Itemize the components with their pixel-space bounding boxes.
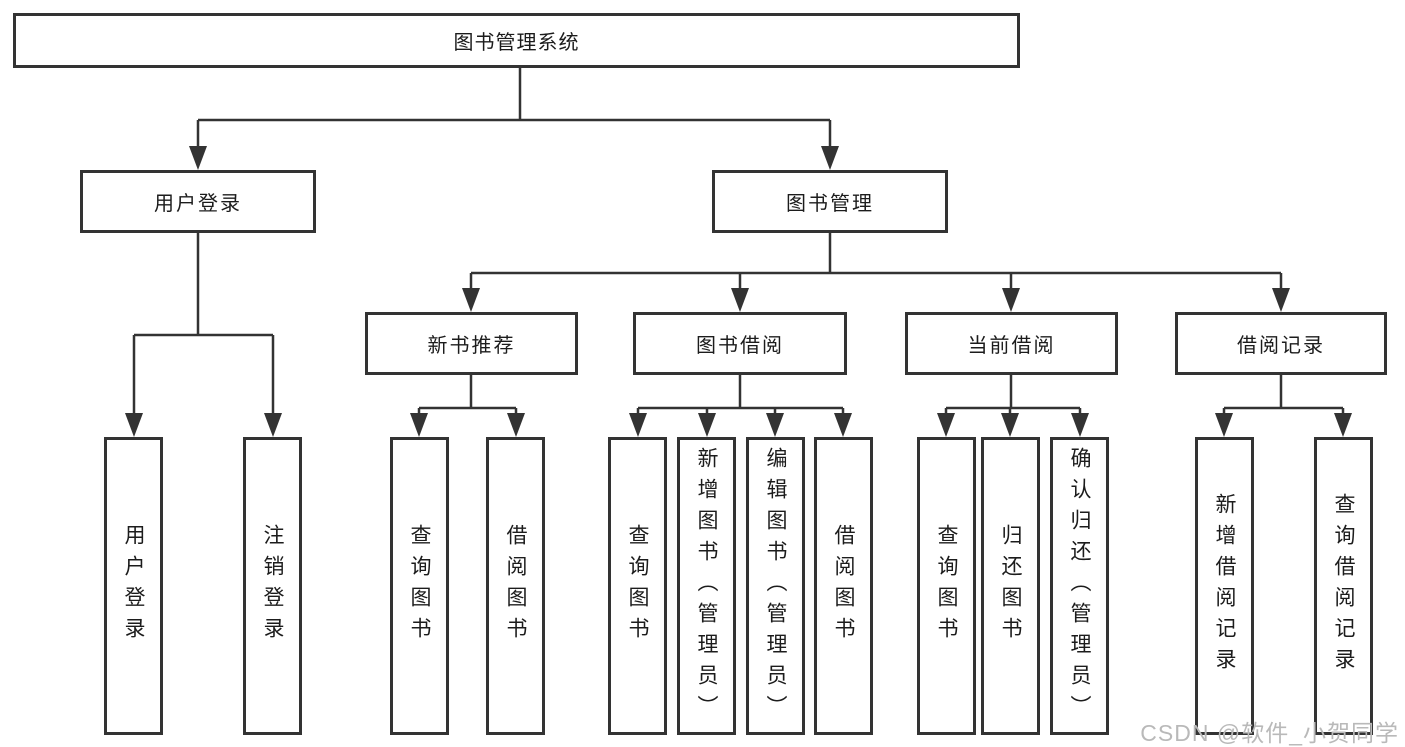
arrowhead [125, 413, 143, 437]
connector-root-to-level2 [189, 68, 839, 170]
arrowhead [698, 413, 716, 437]
arrowhead [410, 413, 428, 437]
leaf-confirm-return-admin-label: 确认归还（管理员） [1068, 446, 1091, 726]
csdn-watermark: CSDN @软件_小贺同学 [1140, 720, 1399, 746]
leaf-borrow-books-recommend: 借阅图书 [486, 437, 545, 735]
leaf-add-borrow-record: 新增借阅记录 [1195, 437, 1254, 735]
node-new-book-recommend-label: 新书推荐 [427, 335, 516, 357]
arrowhead [766, 413, 784, 437]
leaf-borrow-books-recommend-label: 借阅图书 [504, 524, 527, 648]
leaf-return-books-label: 归还图书 [999, 524, 1022, 648]
node-book-borrow-label: 图书借阅 [696, 335, 784, 357]
leaf-logout-label: 注销登录 [261, 524, 284, 648]
leaf-borrow-books-borrow: 借阅图书 [814, 437, 873, 735]
leaf-edit-book-admin: 编辑图书（管理员） [746, 437, 805, 735]
node-borrow-records: 借阅记录 [1175, 312, 1387, 375]
connector-bookmanagement-to-level3 [462, 233, 1290, 312]
leaf-return-books: 归还图书 [981, 437, 1040, 735]
leaf-query-borrow-record-label: 查询借阅记录 [1332, 493, 1355, 679]
arrowhead [507, 413, 525, 437]
leaf-query-books-recommend: 查询图书 [390, 437, 449, 735]
node-root: 图书管理系统 [13, 13, 1020, 68]
leaf-edit-book-admin-label: 编辑图书（管理员） [764, 446, 787, 726]
node-current-borrow-label: 当前借阅 [967, 335, 1056, 357]
connector-records-to-leaves [1215, 375, 1352, 437]
leaf-user-login-label: 用户登录 [122, 524, 145, 648]
leaf-query-books-current: 查询图书 [917, 437, 976, 735]
arrowhead [731, 288, 749, 312]
arrowhead [834, 413, 852, 437]
node-user-login: 用户登录 [80, 170, 316, 233]
leaf-query-borrow-record: 查询借阅记录 [1314, 437, 1373, 735]
arrowhead [937, 413, 955, 437]
arrowhead [1334, 413, 1352, 437]
node-borrow-records-label: 借阅记录 [1237, 335, 1325, 357]
node-book-management-label: 图书管理 [786, 193, 874, 215]
arrowhead [1272, 288, 1290, 312]
leaf-logout: 注销登录 [243, 437, 302, 735]
leaf-query-books-borrow: 查询图书 [608, 437, 667, 735]
leaf-query-books-borrow-label: 查询图书 [626, 524, 649, 648]
node-new-book-recommend: 新书推荐 [365, 312, 578, 375]
arrowhead [462, 288, 480, 312]
leaf-user-login: 用户登录 [104, 437, 163, 735]
arrowhead [1001, 413, 1019, 437]
node-book-borrow: 图书借阅 [633, 312, 847, 375]
arrowhead [1215, 413, 1233, 437]
connector-currentborrow-to-leaves [937, 375, 1089, 437]
leaf-query-books-recommend-label: 查询图书 [408, 524, 431, 648]
node-book-management: 图书管理 [712, 170, 948, 233]
connector-userlogin-to-leaves [125, 233, 282, 437]
leaf-add-book-admin-label: 新增图书（管理员） [695, 446, 718, 726]
leaf-add-book-admin: 新增图书（管理员） [677, 437, 736, 735]
leaf-confirm-return-admin: 确认归还（管理员） [1050, 437, 1109, 735]
leaf-borrow-books-borrow-label: 借阅图书 [832, 524, 855, 648]
node-root-label: 图书管理系统 [453, 32, 580, 54]
connector-bookborrow-to-leaves [629, 375, 852, 437]
arrowhead [821, 146, 839, 170]
arrowhead [1002, 288, 1020, 312]
node-current-borrow: 当前借阅 [905, 312, 1118, 375]
arrowhead [189, 146, 207, 170]
arrowhead [264, 413, 282, 437]
connector-newbook-to-leaves [410, 375, 525, 437]
leaf-add-borrow-record-label: 新增借阅记录 [1213, 493, 1236, 679]
leaf-query-books-current-label: 查询图书 [935, 524, 958, 648]
node-user-login-label: 用户登录 [154, 193, 242, 215]
arrowhead [629, 413, 647, 437]
arrowhead [1071, 413, 1089, 437]
